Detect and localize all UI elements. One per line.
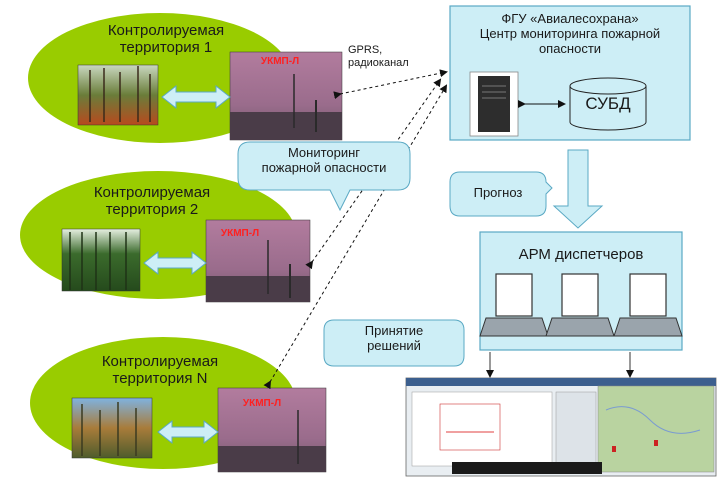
laptop-icon-2 [545, 273, 615, 337]
territory-n-forest-photo [71, 397, 153, 459]
station-1-horizon [230, 112, 342, 140]
territory-2-title: Контролируемая территория 2 [82, 184, 222, 219]
station-2-horizon [206, 276, 310, 302]
double-arrow-n [157, 419, 219, 445]
double-arrow-1 [161, 84, 231, 110]
laptop-icon-3 [613, 273, 683, 337]
decision-label-line2: решений [367, 337, 421, 353]
territory-1-title-line1: Контролируемая [107, 22, 225, 39]
station-n-label: УКМП-Л [242, 398, 282, 409]
db-label: СУБД [585, 94, 631, 113]
territory-1-trees [89, 66, 151, 122]
territory-n-trees [81, 402, 137, 456]
double-arrow-2 [143, 250, 207, 276]
territory-2-trees [69, 232, 127, 290]
forecast-down-arrow [552, 149, 604, 229]
territory-n-title: Контролируемая территория N [90, 353, 230, 388]
monitoring-callout [237, 141, 411, 212]
station-2-label: УКМП-Л [220, 228, 260, 239]
server-icon [469, 71, 519, 137]
decision-label: Принятие решений [326, 323, 462, 354]
center-title-line3: опасности [538, 40, 602, 56]
territory-n-title-line1: Контролируемая [101, 353, 219, 370]
territory-n-title-line2: территория N [112, 370, 208, 388]
territory-1-title-line2: территория 1 [119, 39, 213, 57]
station-n-horizon [218, 446, 326, 472]
forecast-label: Прогноз [473, 185, 523, 200]
station-1-label: УКМП-Л [260, 56, 300, 67]
laptop-icon-1 [479, 273, 549, 337]
link-label: GPRS, радиоканал [348, 44, 428, 69]
database-icon [569, 77, 647, 131]
monitoring-label-line1: Мониторинг [287, 145, 361, 160]
center-title: ФГУ «Авиалесохрана» Центр мониторинга по… [452, 11, 688, 57]
monitoring-label: Мониторинг пожарной опасности [240, 145, 408, 176]
decision-callout [323, 319, 465, 367]
territory-2-title-line2: территория 2 [105, 201, 199, 219]
arm-screen-arrows [486, 352, 634, 378]
decision-label-line1: Принятие [364, 323, 424, 338]
arm-title: АРМ диспетчеров [518, 246, 644, 263]
territory-2-forest-photo [61, 228, 141, 292]
center-title-line2: Центр мониторинга пожарной [479, 25, 661, 41]
center-title-line1: ФГУ «Авиалесохрана» [501, 11, 639, 26]
territory-1-title: Контролируемая территория 1 [96, 22, 236, 57]
radio-links [263, 69, 448, 390]
link-label-line2: радиоканал [348, 56, 409, 69]
territory-2-title-line1: Контролируемая [93, 184, 211, 201]
territory-1-forest-photo [77, 64, 159, 126]
monitoring-label-line2: пожарной опасности [261, 159, 387, 175]
link-label-line1: GPRS, [348, 44, 383, 56]
forecast-callout [449, 171, 553, 217]
